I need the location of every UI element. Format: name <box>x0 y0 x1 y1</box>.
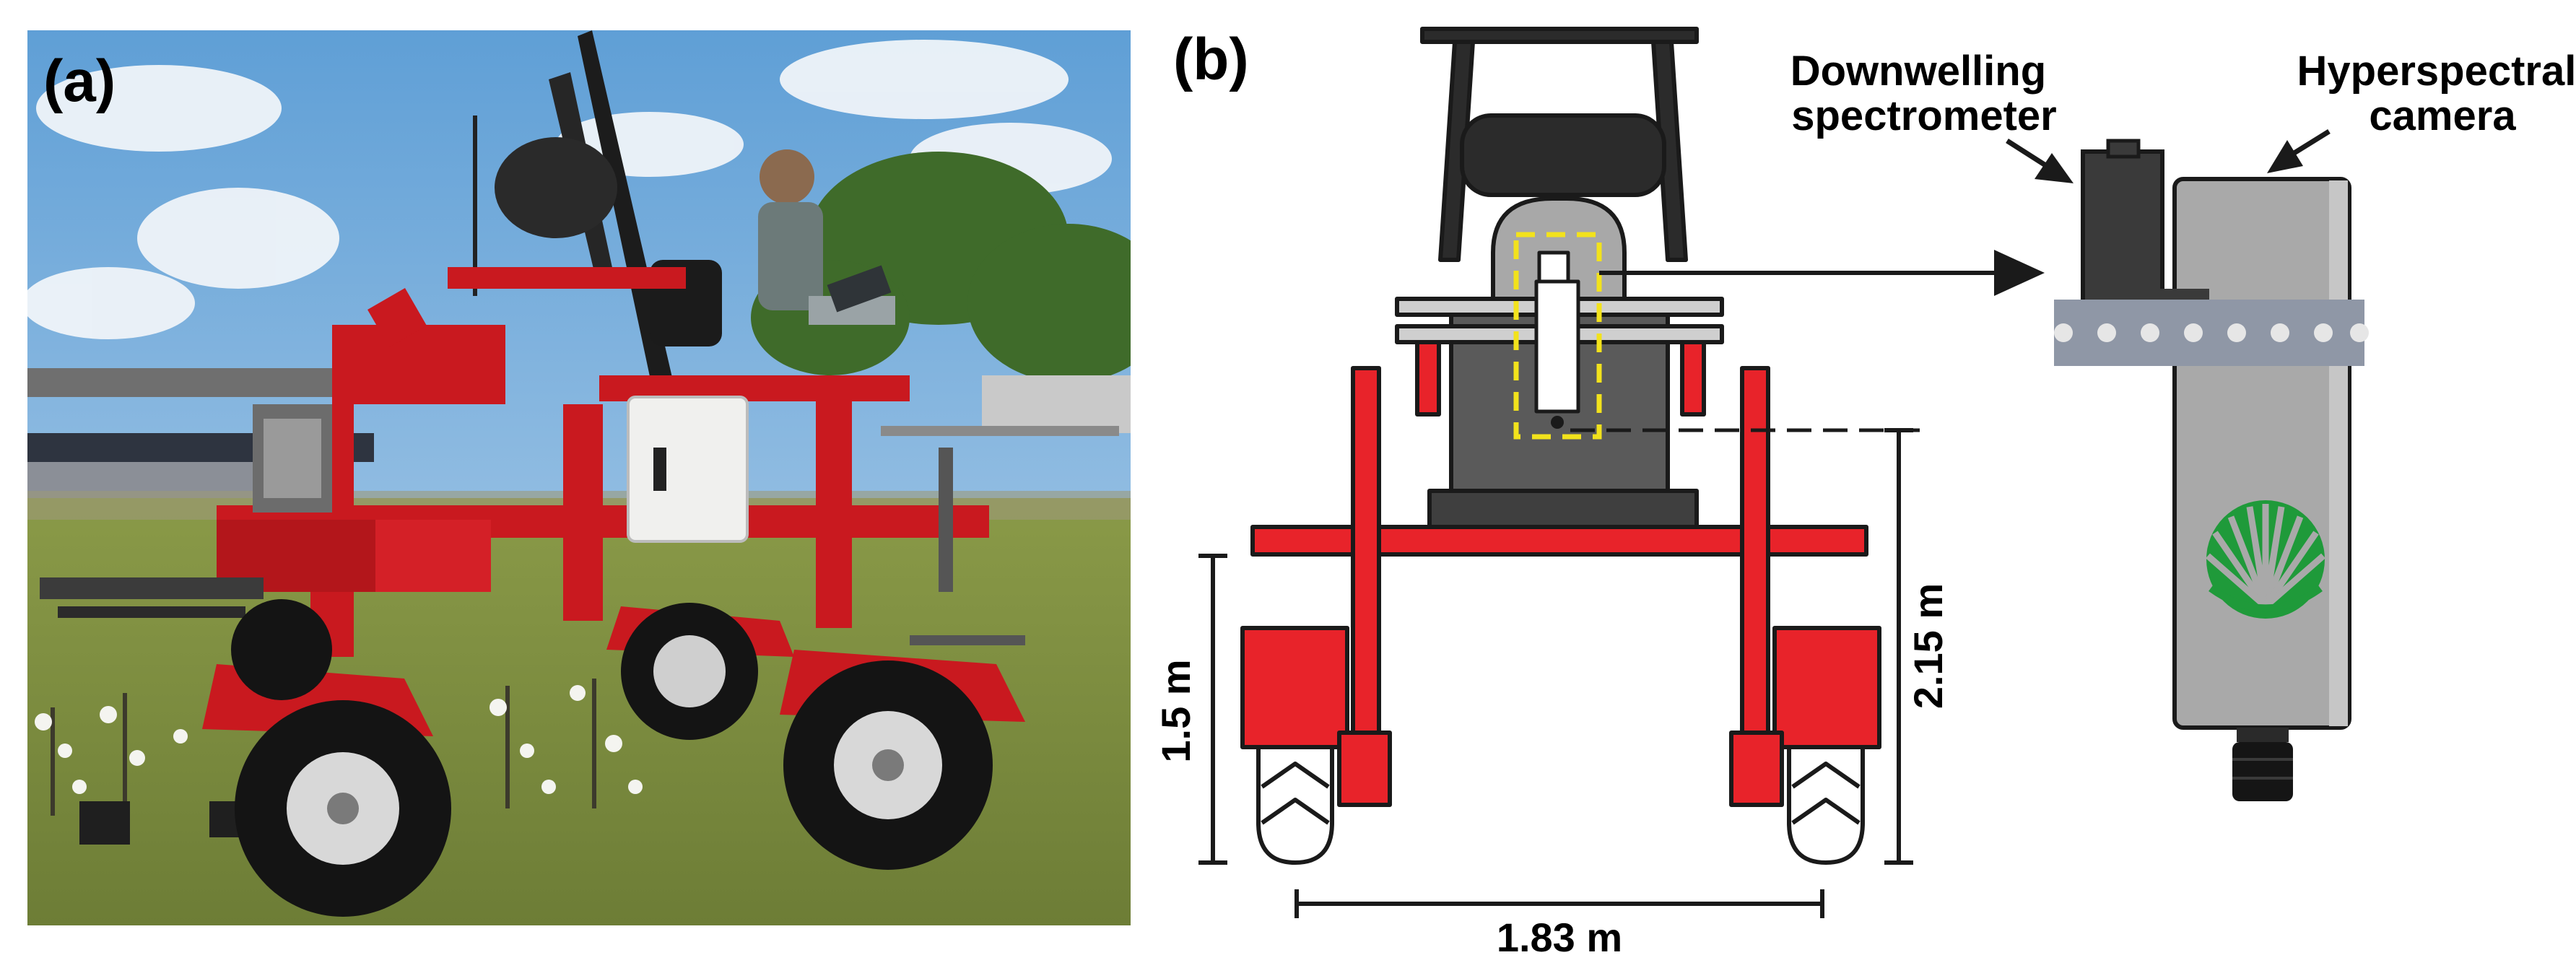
camera-lens-schematic <box>1551 416 1564 429</box>
cross-beam <box>1250 525 1868 557</box>
dimension-height-label: 2.15 m <box>1905 583 1951 709</box>
cotton-plants <box>35 679 643 845</box>
dimension-clearance <box>1198 554 1227 865</box>
seat-back <box>1460 113 1666 197</box>
sensor-highlight-box <box>1513 232 1602 440</box>
housing-base <box>1427 489 1699 529</box>
hub-left <box>1337 731 1392 807</box>
panel-a-label: (a) <box>43 48 116 114</box>
dimension-clearance-label: 1.5 m <box>1153 659 1198 762</box>
robot-vehicle <box>40 30 1119 917</box>
dimension-track <box>1294 889 1824 918</box>
canopy-post-right <box>1651 40 1688 262</box>
field-photo <box>27 30 1131 925</box>
spectrometer-schematic <box>1537 250 1570 284</box>
callout-spectrometer-arrow <box>2006 139 2074 183</box>
dimension-track-label: 1.83 m <box>1497 915 1622 960</box>
vehicle-schematic <box>1240 27 1881 865</box>
hyperspectral-camera-body <box>2172 177 2351 730</box>
callout-spectrometer: Downwelling spectrometer <box>1790 48 2058 139</box>
rail-bracket-left <box>1415 340 1441 417</box>
tyre-right-tread <box>1791 762 1861 825</box>
manufacturer-logo <box>2206 500 2325 619</box>
callout-camera: Hyperspectral camera <box>2297 48 2576 139</box>
camera-body-schematic <box>1534 279 1580 414</box>
rail-bracket-right <box>1680 340 1706 417</box>
canopy-roof <box>1420 27 1699 44</box>
motor-block-right <box>1772 626 1881 749</box>
sensor-detail <box>2054 139 2369 801</box>
camera-lens <box>2232 742 2293 801</box>
detail-arrow <box>1599 250 2045 296</box>
leg-left <box>1351 366 1381 760</box>
callout-camera-arrow <box>2267 129 2331 173</box>
dimension-height <box>1884 428 1913 865</box>
hub-right <box>1729 731 1784 807</box>
tyre-left-tread <box>1261 762 1330 825</box>
wheels <box>231 599 993 917</box>
mount-holes <box>2054 323 2369 342</box>
downwelling-spectrometer-body <box>2081 149 2164 305</box>
motor-block-left <box>1240 626 1349 749</box>
canopy-post-left <box>1438 40 1475 262</box>
panel-b-label: (b) <box>1173 27 1249 92</box>
leg-right <box>1740 366 1770 760</box>
